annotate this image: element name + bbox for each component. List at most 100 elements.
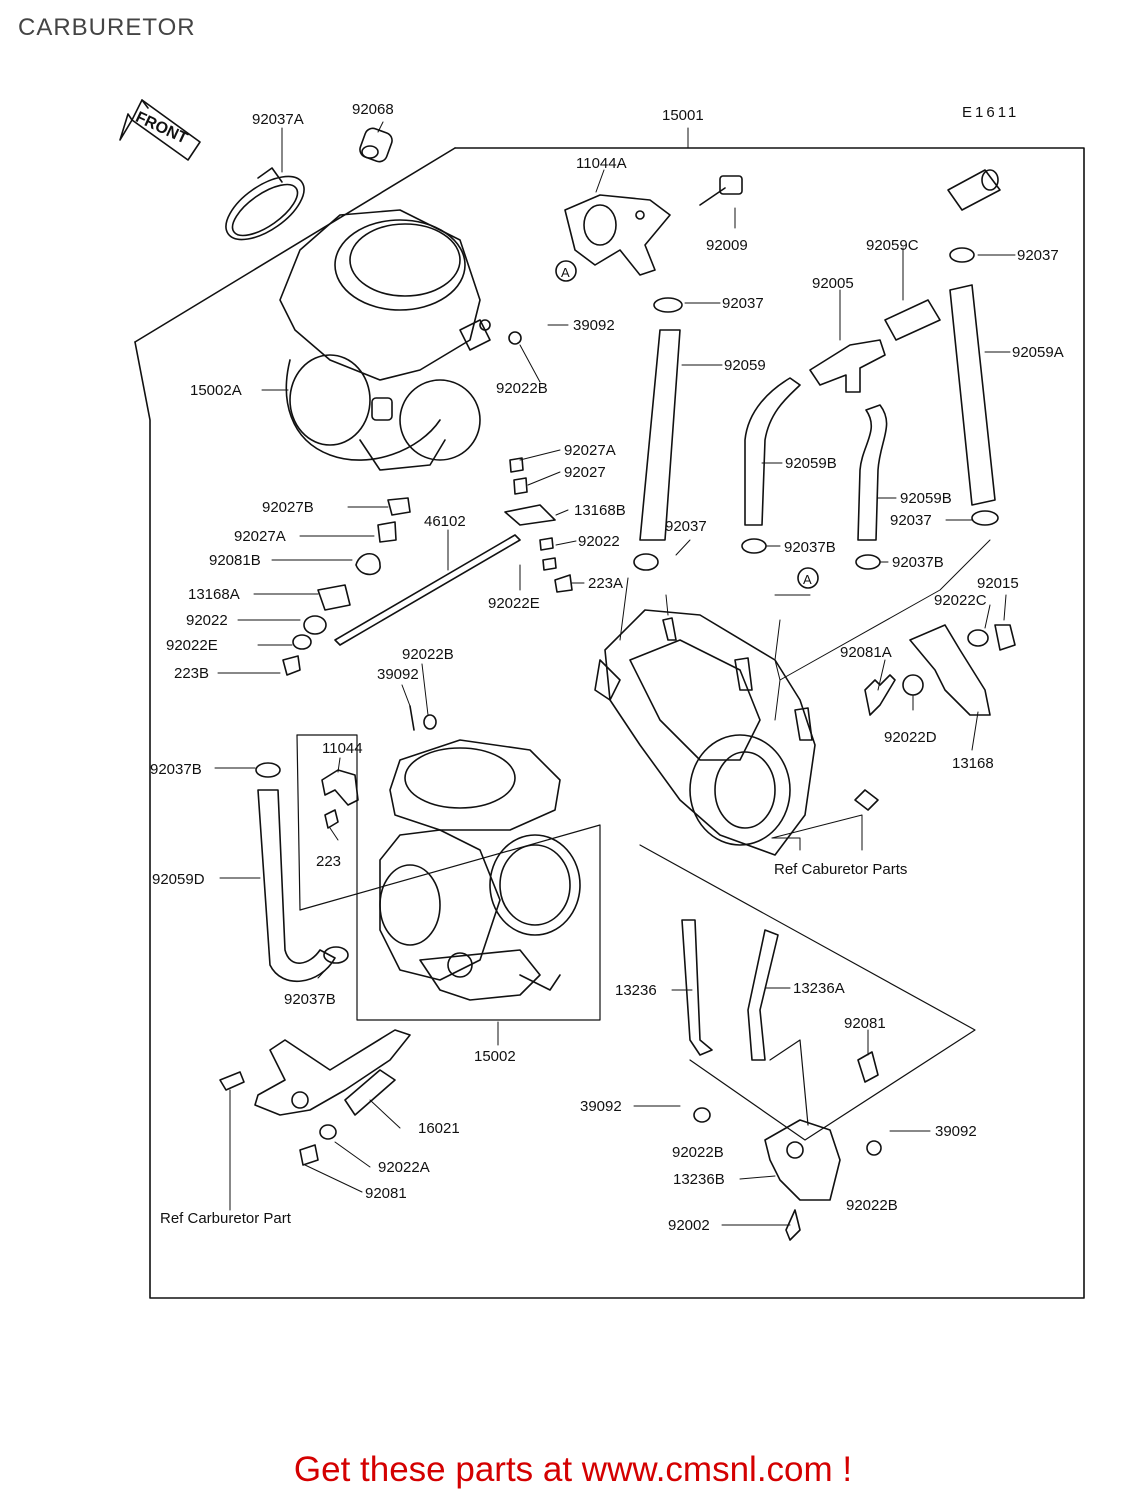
linkage-boundary [639, 844, 976, 1141]
hose-clamp-92037A [225, 167, 305, 241]
clip-92037-d [633, 553, 659, 571]
label-92022C: 92022C [934, 592, 987, 609]
assembly-15002-boundary [296, 734, 601, 1021]
lever-16021 [254, 1029, 411, 1116]
label-13236B: 13236B [673, 1171, 725, 1188]
washer-92022A [319, 1124, 337, 1140]
washer-92022B-d [866, 1140, 882, 1156]
label-92037-r2: 92037 [722, 295, 764, 312]
screw-92009 [699, 175, 743, 206]
label-92059B-a: 92059B [785, 455, 837, 472]
screw-223 [324, 809, 339, 829]
label-92059D: 92059D [152, 871, 205, 888]
label-92037-r3: 92037 [890, 512, 932, 529]
label-92022-a: 92022 [578, 533, 620, 550]
label-92037B-d: 92037B [284, 991, 336, 1008]
ref-carburetor-part: Ref Carburetor Part [160, 1210, 292, 1227]
screw-left-1 [219, 1071, 245, 1091]
label-92037-m: 92037 [665, 518, 707, 535]
clip-92037B-b [855, 554, 881, 570]
label-92059A: 92059A [1012, 344, 1064, 361]
label-16021: 16021 [418, 1120, 460, 1137]
hose-92059 [639, 329, 681, 541]
label-13236: 13236 [615, 982, 657, 999]
clip-92037-c [971, 510, 999, 526]
label-92022A: 92022A [378, 1159, 430, 1176]
hose-92059B-left [744, 377, 801, 526]
label-92081-a: 92081 [844, 1015, 886, 1032]
label-223: 223 [316, 853, 341, 870]
clip-92037B-c [255, 762, 281, 778]
label-11044: 11044 [322, 740, 363, 757]
cover-assembly [594, 609, 816, 856]
label-92027A-b: 92027A [234, 528, 286, 545]
label-15002: 15002 [474, 1048, 516, 1065]
tube-92059C [884, 299, 941, 341]
label-39092-b: 39092 [377, 666, 419, 683]
cap-92068 [359, 127, 393, 163]
label-13236A: 13236A [793, 980, 845, 997]
label-92015: 92015 [977, 575, 1019, 592]
spring-92081-a [857, 1051, 879, 1083]
rod-46102 [334, 534, 521, 646]
marker-a-top-icon [555, 260, 577, 282]
label-13168: 13168 [952, 755, 994, 772]
label-46102: 46102 [424, 513, 466, 530]
hose-92059D [257, 789, 336, 982]
cta-link[interactable]: Get these parts at www.cmsnl.com ! [293, 1450, 853, 1489]
assembly-boundary [134, 147, 1085, 1299]
carburetor-15002 [379, 739, 581, 1001]
page-title: CARBURETOR [18, 14, 196, 41]
label-92022D: 92022D [884, 729, 937, 746]
label-92022E-b: 92022E [166, 637, 218, 654]
label-92002: 92002 [668, 1217, 710, 1234]
front-arrow-icon [119, 99, 201, 161]
label-39092-a: 39092 [573, 317, 615, 334]
marker-a-top-label: A [561, 265, 570, 280]
clip-92037-b [949, 247, 975, 263]
label-92059C: 92059C [866, 237, 919, 254]
bracket-11044 [321, 769, 359, 806]
label-39092-d: 39092 [935, 1123, 977, 1140]
hose-92059A [949, 284, 996, 506]
label-92005: 92005 [812, 275, 854, 292]
label-92081B: 92081B [209, 552, 261, 569]
label-92037B-a: 92037B [784, 539, 836, 556]
label-92009: 92009 [706, 237, 748, 254]
label-92027B: 92027B [262, 499, 314, 516]
clip-92037-a [653, 297, 683, 313]
label-92022B-d: 92022B [846, 1197, 898, 1214]
spring-92081-b [299, 1144, 319, 1166]
label-92022-b: 92022 [186, 612, 228, 629]
marker-a-mid-icon [797, 567, 819, 589]
label-92037A-top: 92037A [252, 111, 304, 128]
parts-left-column [282, 331, 573, 676]
clip-39092-b [409, 705, 415, 731]
label-92059B-b: 92059B [900, 490, 952, 507]
label-92059: 92059 [724, 357, 766, 374]
label-92022B-a: 92022B [496, 380, 548, 397]
screw-92002 [785, 1209, 801, 1241]
exploded-parts-diagram: FRONT E1611 15001 92037A 92068 11044A 92… [119, 99, 1085, 1299]
label-92037B-b: 92037B [892, 554, 944, 571]
diagram-code: E1611 [962, 104, 1019, 121]
marker-a-mid-label: A [803, 572, 812, 587]
ref-caburetor-parts: Ref Caburetor Parts [774, 861, 907, 878]
tube-top-right [947, 169, 1001, 211]
label-39092-c: 39092 [580, 1098, 622, 1115]
label-92022B-b: 92022B [402, 646, 454, 663]
clip-92037B-d [323, 946, 349, 964]
label-92068: 92068 [352, 101, 394, 118]
label-223B: 223B [174, 665, 209, 682]
carburetor-15002A [279, 209, 491, 471]
label-15002A: 15002A [190, 382, 242, 399]
label-15001: 15001 [662, 107, 704, 124]
label-223A: 223A [588, 575, 623, 592]
label-92022E-a: 92022E [488, 595, 540, 612]
label-92037-r1: 92037 [1017, 247, 1059, 264]
washer-92022B-c [693, 1107, 711, 1123]
link-13236A [747, 929, 779, 1061]
label-92022B-c: 92022B [672, 1144, 724, 1161]
label-92081A: 92081A [840, 644, 892, 661]
bracket-11044A [564, 194, 671, 276]
